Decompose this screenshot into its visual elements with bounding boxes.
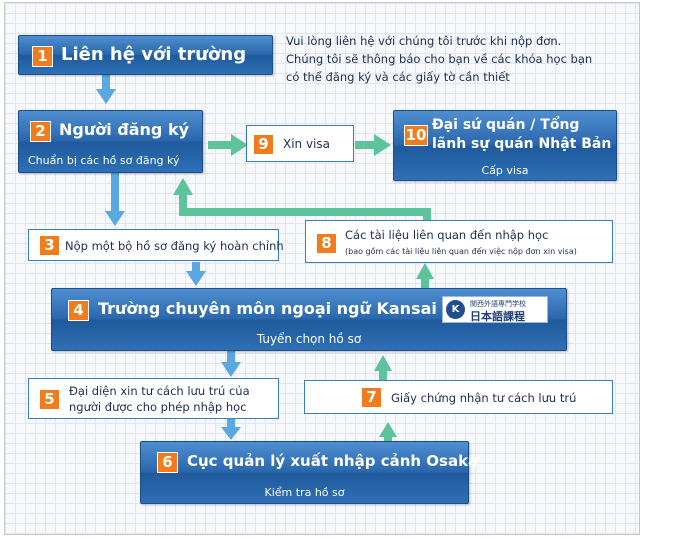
arrow-1-to-2 bbox=[96, 75, 116, 104]
intro-note-line-1: Vui lòng liên hệ với chúng tôi trước khi… bbox=[286, 34, 562, 48]
step-6-box: 6 Cục quản lý xuất nhập cảnh Osaka Kiểm … bbox=[140, 441, 478, 504]
arrow-2-to-9 bbox=[208, 134, 248, 156]
step-2-title: Người đăng ký bbox=[59, 120, 190, 139]
step-6-title: Cục quản lý xuất nhập cảnh Osaka bbox=[187, 452, 479, 470]
arrow-3-to-4 bbox=[186, 262, 206, 286]
school-logo-icon: K bbox=[446, 300, 465, 319]
step-7-text: Giấy chứng nhận tư cách lưu trú bbox=[391, 391, 577, 405]
arrow-layer bbox=[96, 75, 434, 442]
arrow-2-to-3 bbox=[105, 173, 125, 226]
step-9-box: 9 Xin visa bbox=[246, 125, 354, 162]
step-4-box: 4 Trường chuyên môn ngoại ngữ Kansai K 関… bbox=[51, 288, 567, 351]
step-8-text: Các tài liệu liên quan đến nhập học bbox=[345, 228, 549, 242]
intro-note: Vui lòng liên hệ với chúng tôi trước khi… bbox=[286, 32, 592, 86]
step-3-text: Nộp một bộ hồ sơ đăng ký hoàn chỉnh bbox=[65, 239, 284, 253]
arrow-7-to-4 bbox=[374, 355, 392, 386]
step-10-title-line-1: Đại sứ quán / Tổng bbox=[432, 117, 580, 133]
arrow-6-to-7 bbox=[379, 422, 397, 442]
step-7-number: 7 bbox=[361, 387, 382, 408]
step-10-number: 10 bbox=[404, 125, 428, 146]
arrow-4-to-8 bbox=[416, 263, 434, 290]
arrow-4-to-5 bbox=[221, 351, 241, 377]
step-10-box: 10 Đại sứ quán / Tổng lãnh sự quán Nhật … bbox=[393, 110, 617, 181]
step-4-subtitle: Tuyển chọn hồ sơ bbox=[256, 332, 362, 346]
step-9-text: Xin visa bbox=[283, 137, 331, 151]
arrow-5-to-6 bbox=[221, 418, 241, 440]
step-8-box: 8 Các tài liệu liên quan đến nhập học (b… bbox=[305, 220, 613, 263]
step-6-number: 6 bbox=[157, 452, 178, 473]
step-3-number: 3 bbox=[39, 235, 60, 256]
step-7-box: 7 Giấy chứng nhận tư cách lưu trú bbox=[304, 380, 613, 414]
step-10-subtitle: Cấp visa bbox=[481, 164, 529, 177]
arrow-9-to-10 bbox=[355, 134, 391, 156]
step-5-number: 5 bbox=[39, 389, 60, 410]
kansai-japanese-course-badge: K 関西外語専門学校 日本語課程 bbox=[442, 296, 548, 323]
intro-note-line-2: Chúng tôi sẽ thông báo cho bạn về các kh… bbox=[286, 52, 593, 66]
flow-diagram-canvas: Vui lòng liên hệ với chúng tôi trước khi… bbox=[4, 2, 640, 535]
step-5-text-line-2: người được cho phép nhập học bbox=[69, 400, 247, 414]
step-1-box: 1 Liên hệ với trường bbox=[18, 35, 273, 75]
badge-course-name: 日本語課程 bbox=[470, 310, 525, 323]
step-8-number: 8 bbox=[316, 233, 337, 254]
step-4-number: 4 bbox=[68, 300, 89, 321]
step-10-title-line-2: lãnh sự quán Nhật Bản bbox=[432, 136, 612, 152]
step-10-title: Đại sứ quán / Tổng lãnh sự quán Nhật Bản bbox=[432, 116, 611, 154]
step-2-number: 2 bbox=[30, 121, 51, 142]
step-3-box: 3 Nộp một bộ hồ sơ đăng ký hoàn chỉnh bbox=[28, 229, 284, 261]
step-6-subtitle: Kiểm tra hồ sơ bbox=[264, 486, 345, 499]
step-5-text-line-1: Đại diện xin tư cách lưu trú của bbox=[69, 384, 250, 398]
intro-note-line-3: có thể đăng ký và các giấy tờ cần thiết bbox=[286, 70, 510, 84]
step-5-text: Đại diện xin tư cách lưu trú của người đ… bbox=[69, 383, 250, 415]
step-8-note: (bao gồm các tài liệu liên quan đến việc… bbox=[345, 247, 577, 256]
arrow-8-to-2 bbox=[173, 178, 431, 220]
step-5-box: 5 Đại diện xin tư cách lưu trú của người… bbox=[28, 378, 279, 419]
step-4-title: Trường chuyên môn ngoại ngữ Kansai bbox=[98, 299, 437, 318]
step-2-box: 2 Người đăng ký Chuẩn bị các hồ sơ đăng … bbox=[18, 110, 203, 173]
step-9-number: 9 bbox=[253, 134, 274, 155]
badge-school-name: 関西外語専門学校 bbox=[470, 300, 526, 308]
step-2-subtitle: Chuẩn bị các hồ sơ đăng ký bbox=[28, 154, 180, 167]
step-1-number: 1 bbox=[32, 46, 53, 67]
step-1-title: Liên hệ với trường bbox=[61, 44, 247, 65]
